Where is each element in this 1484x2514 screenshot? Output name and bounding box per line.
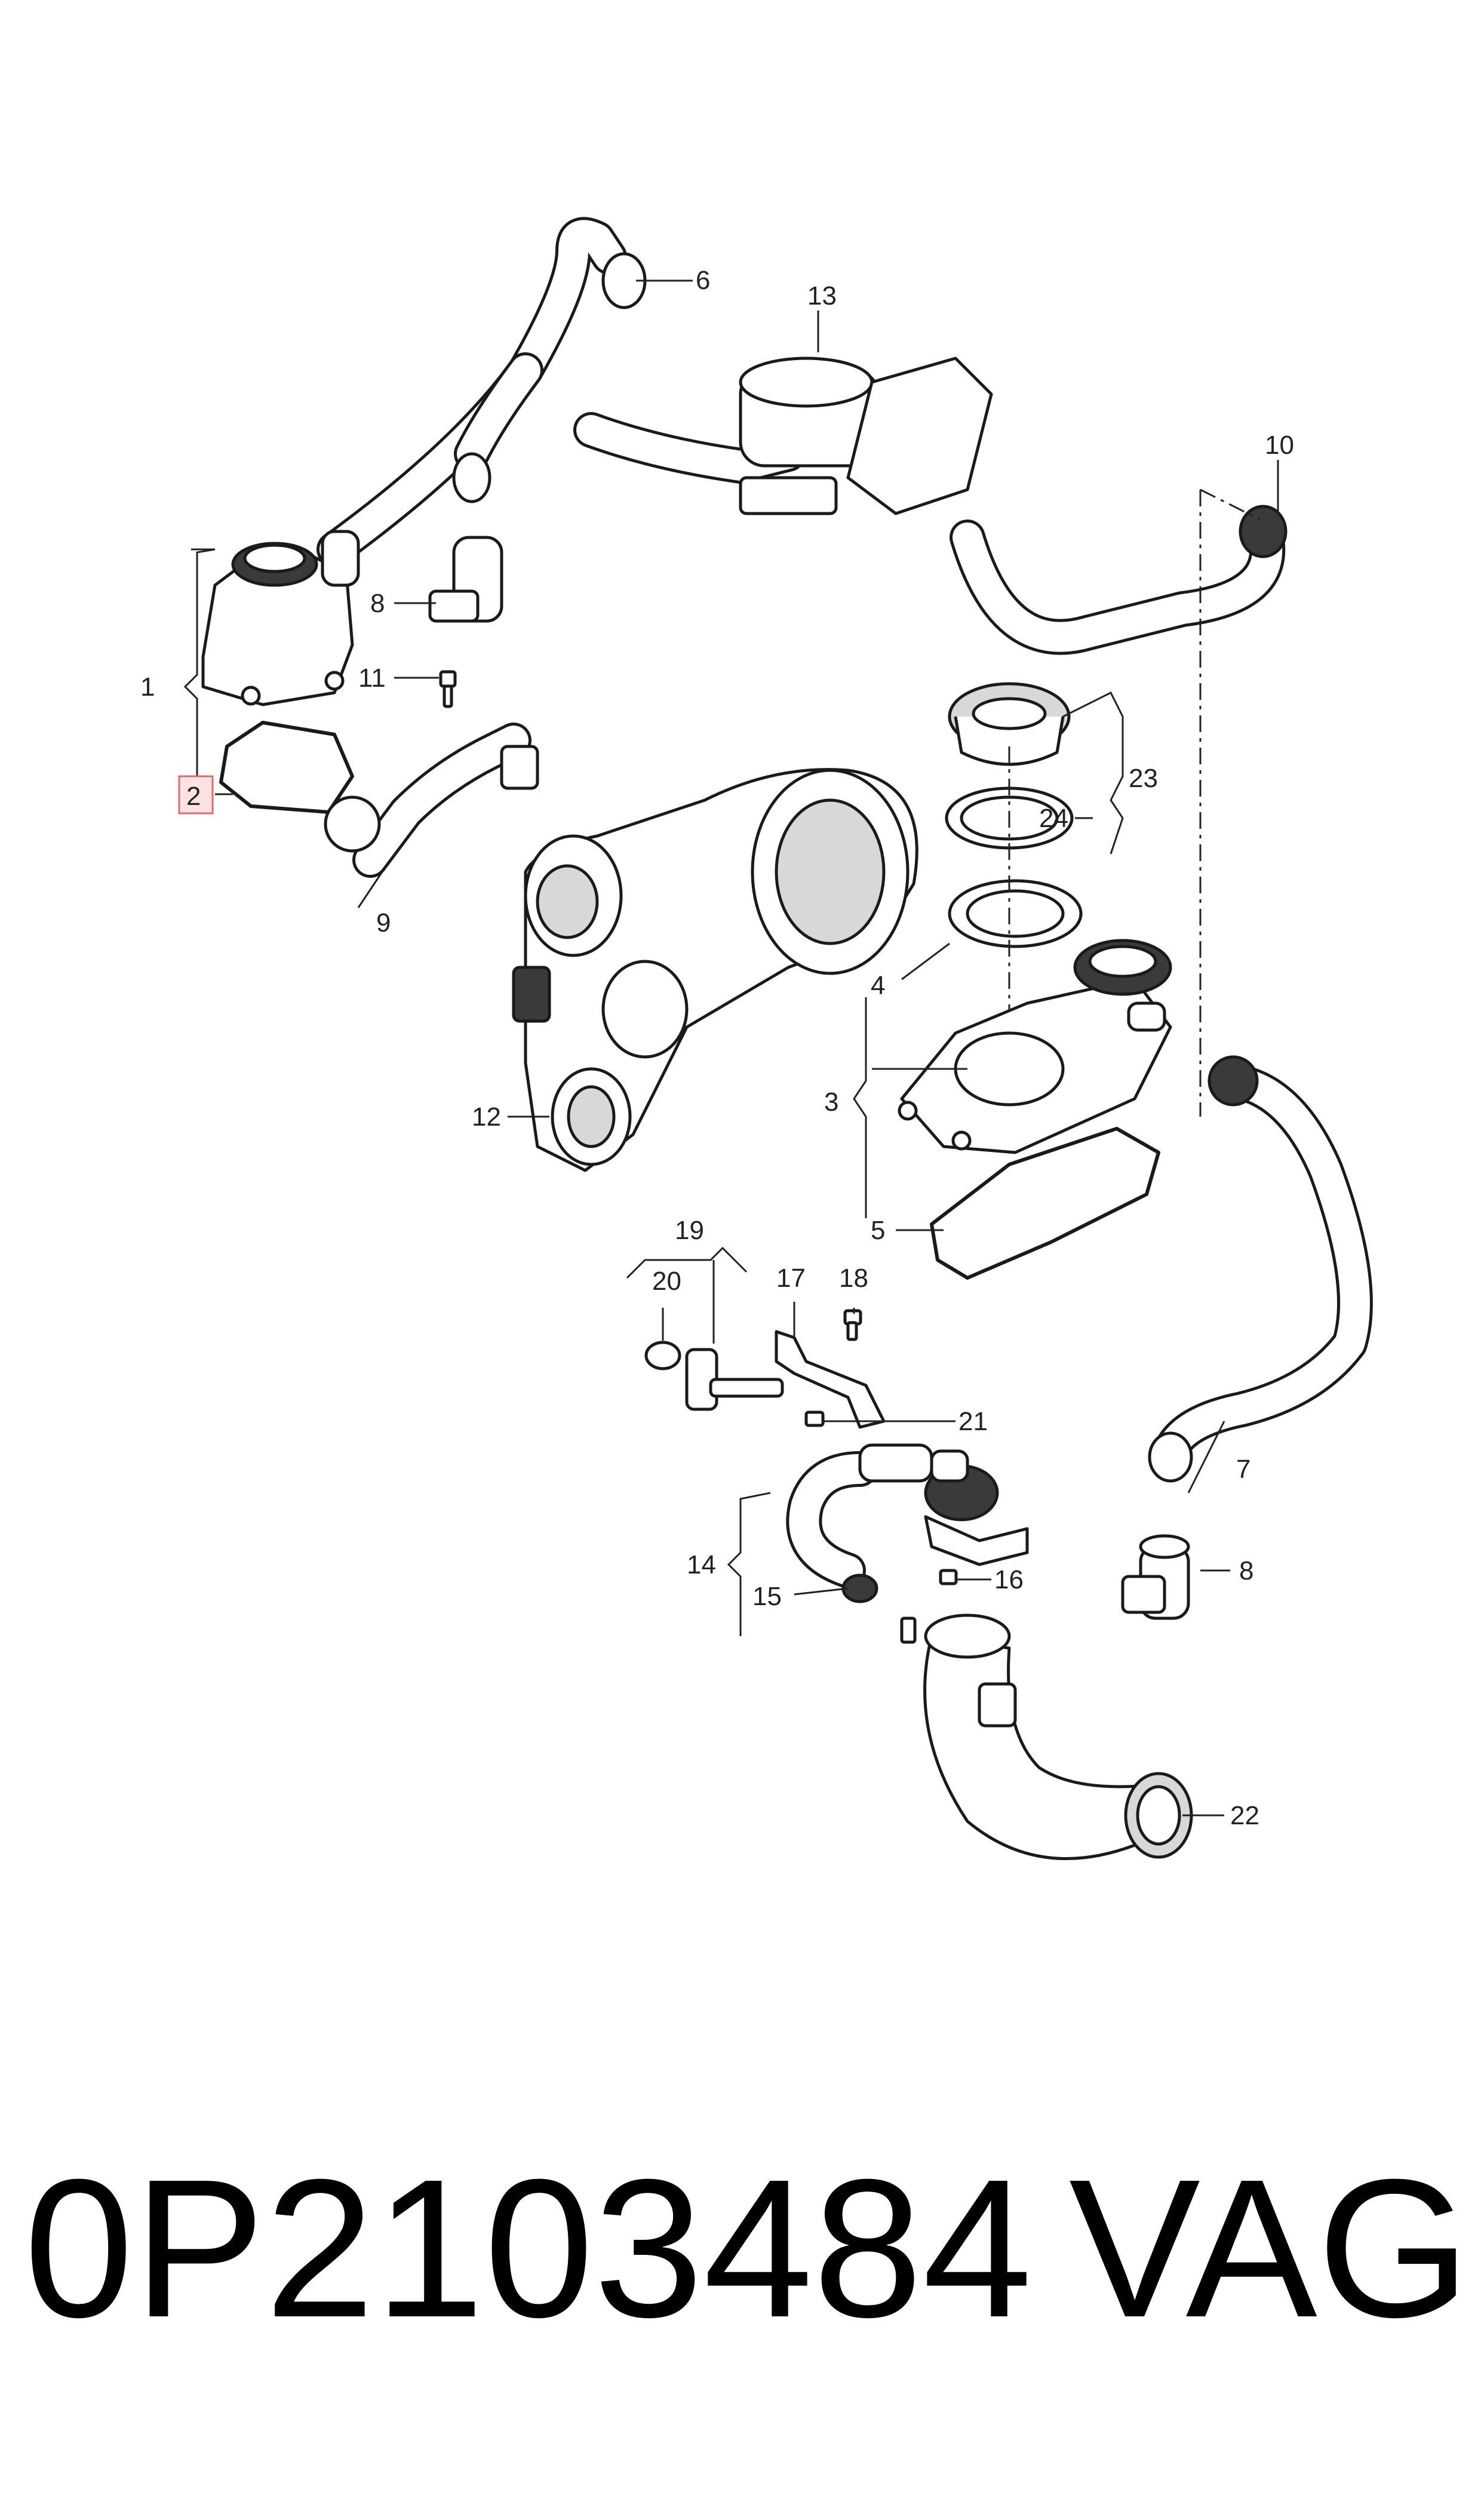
gasket-5 <box>930 1127 1160 1280</box>
callout-10: 10 <box>1265 431 1294 460</box>
callout-4: 4 <box>871 971 885 1000</box>
callout-5: 5 <box>871 1216 885 1245</box>
sensor-19 <box>685 1348 784 1411</box>
turbocharger-12 <box>512 768 918 1172</box>
hose-to-10 <box>950 520 1286 655</box>
intake-hose-13 <box>573 356 993 515</box>
callout-2: 2 <box>186 782 201 811</box>
callout-21: 21 <box>958 1407 988 1436</box>
callout-18: 18 <box>839 1264 868 1293</box>
bolt-21 <box>804 1410 825 1427</box>
callout-6: 6 <box>696 266 710 295</box>
callout-8-lower: 8 <box>1239 1556 1253 1585</box>
coupling-10 <box>1239 505 1288 558</box>
bracket-17 <box>775 1330 886 1429</box>
callout-3: 3 <box>824 1087 838 1117</box>
hose-9 <box>324 723 539 878</box>
callout-19: 19 <box>675 1216 704 1245</box>
hose-upper-left <box>317 217 627 567</box>
callout-1: 1 <box>140 672 155 702</box>
sensor-8-lower <box>1121 1534 1190 1620</box>
clamp-15 <box>841 1573 878 1603</box>
leader-lines <box>183 279 1279 1817</box>
ring-4 <box>948 879 1083 948</box>
callout-17: 17 <box>776 1264 806 1293</box>
housing-3 <box>898 939 1172 1154</box>
bolt-18 <box>843 1309 862 1341</box>
dash-line-10 <box>1200 488 1261 521</box>
cap-23 <box>948 682 1071 766</box>
callout-labels: 6 13 10 8 11 1 2 9 12 23 24 4 3 5 19 20 … <box>140 266 1294 1830</box>
callout-14: 14 <box>687 1550 716 1579</box>
gasket-2 <box>219 721 354 814</box>
hose-14 <box>786 1443 1029 1588</box>
bolt-11 <box>439 670 457 708</box>
intake-duct-22 <box>900 1613 1193 1860</box>
part-number: 0P2103484 <box>24 2138 1033 2358</box>
callout-15: 15 <box>752 1582 782 1611</box>
callout-20: 20 <box>652 1267 681 1296</box>
bolt-16 <box>939 1569 958 1585</box>
callout-9: 9 <box>376 908 391 938</box>
callout-12: 12 <box>472 1102 501 1132</box>
callout-13: 13 <box>807 281 837 311</box>
valve-housing-1 <box>201 530 360 706</box>
callout-8-upper: 8 <box>370 589 385 618</box>
o-ring-20 <box>644 1341 681 1370</box>
callout-11: 11 <box>358 663 386 693</box>
brand-name: VAG <box>1069 2138 1471 2358</box>
highlight-part-2 <box>178 775 214 815</box>
callout-23: 23 <box>1129 764 1158 793</box>
callout-22: 22 <box>1230 1801 1259 1830</box>
sensor-8-upper <box>428 452 503 623</box>
callout-16: 16 <box>994 1565 1024 1594</box>
callout-7: 7 <box>1236 1455 1251 1484</box>
hose-7 <box>1148 1055 1373 1483</box>
callout-24: 24 <box>1039 804 1068 833</box>
